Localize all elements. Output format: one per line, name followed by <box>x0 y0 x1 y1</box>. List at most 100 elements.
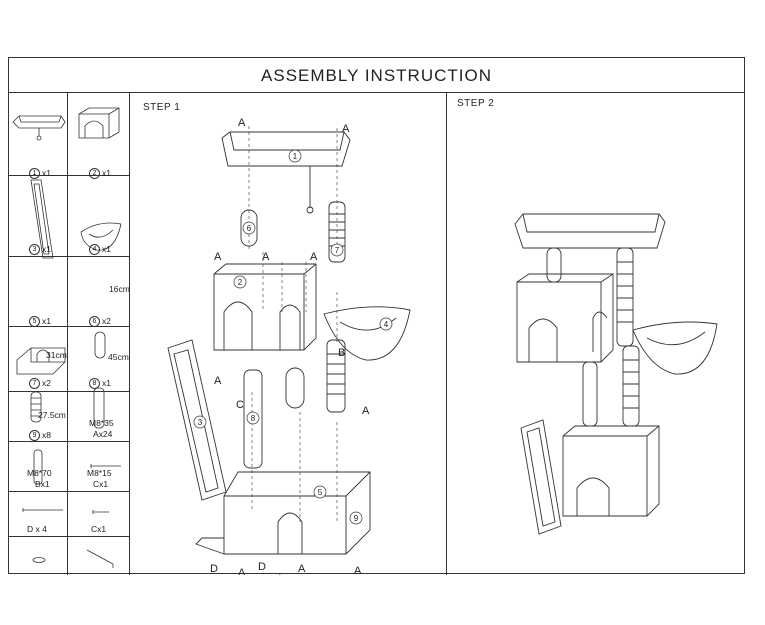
divider <box>9 536 129 537</box>
part-6-post <box>94 331 106 359</box>
assembled-ramp <box>520 419 562 535</box>
assembled-lower-sisal <box>622 345 640 427</box>
svg-text:5: 5 <box>318 488 323 497</box>
svg-text:C: C <box>236 399 244 411</box>
assembled-sisal-post <box>616 247 634 347</box>
svg-text:A: A <box>238 117 246 129</box>
bolt-callouts: A A A A A B C A A D A D A A D D A <box>210 117 370 575</box>
part-7-post <box>30 391 42 423</box>
divider <box>9 256 129 257</box>
svg-text:A: A <box>214 375 222 387</box>
divider <box>9 175 129 176</box>
part-8-size: 45cm <box>108 352 129 362</box>
washer-d <box>32 557 46 563</box>
divider <box>67 92 68 575</box>
part-7-size: 31cm <box>46 350 67 360</box>
callout-4: 4 <box>379 317 393 331</box>
divider <box>446 92 447 575</box>
post-7-lower <box>326 339 346 413</box>
divider <box>129 92 130 575</box>
wrench-icon <box>86 549 114 568</box>
washer-d-qty: D x 4 <box>27 524 47 534</box>
bolt-c-spec: M8*15 <box>87 468 112 478</box>
svg-text:A: A <box>310 251 318 263</box>
assembled-lower-post <box>582 361 598 427</box>
divider <box>9 441 129 442</box>
svg-text:9: 9 <box>354 514 359 523</box>
bolt-c-qty: Cx1 <box>93 479 109 489</box>
part-8-post <box>93 387 105 429</box>
callout-3: 3 <box>193 415 207 429</box>
post-6-lower <box>285 367 305 409</box>
callout-1: 1 <box>288 149 302 163</box>
svg-text:B: B <box>338 347 345 359</box>
svg-text:D: D <box>210 563 218 575</box>
svg-text:D: D <box>258 561 266 573</box>
step-1-label: STEP 1 <box>143 102 181 113</box>
bolt-b <box>22 508 63 512</box>
step-2-diagram <box>514 213 718 535</box>
svg-text:8: 8 <box>251 414 256 423</box>
svg-text:A: A <box>262 251 270 263</box>
svg-text:A: A <box>362 405 370 417</box>
callout-8: 8 <box>246 411 260 425</box>
wrench-qty: Cx1 <box>91 524 107 534</box>
perch-1 <box>221 131 351 167</box>
divider <box>9 326 129 327</box>
divider <box>9 491 129 492</box>
part-2-condo <box>78 107 120 139</box>
bolt-a-spec: M8*35 <box>89 418 114 428</box>
post-8 <box>243 369 263 469</box>
assembled-base <box>562 425 660 517</box>
svg-text:1: 1 <box>293 152 298 161</box>
part-3-ramp <box>30 179 54 259</box>
parts-drawings <box>12 107 122 568</box>
callout-7: 7 <box>330 243 344 257</box>
part-9-post <box>33 449 43 485</box>
bolt-a-qty: Ax24 <box>93 429 113 439</box>
page-title: ASSEMBLY INSTRUCTION <box>9 58 744 93</box>
svg-text:7: 7 <box>335 246 340 255</box>
basket-4 <box>323 306 411 361</box>
part-6-size: 16cm <box>109 284 130 294</box>
base-5 <box>223 471 371 555</box>
svg-text:A: A <box>214 251 222 263</box>
svg-text:2: 2 <box>238 278 243 287</box>
assembled-perch <box>514 213 666 249</box>
callout-5: 5 <box>313 485 327 499</box>
assembled-post <box>546 247 562 283</box>
part-9-size: 27.5cm <box>38 410 66 420</box>
post-6-top <box>240 209 258 247</box>
step-1-diagram: 1 6 7 2 4 3 8 5 9 A A A A A B C A A D A … <box>167 117 411 575</box>
svg-text:A: A <box>238 567 246 575</box>
svg-text:A: A <box>354 565 362 575</box>
step-2-label: STEP 2 <box>457 98 495 109</box>
callout-2: 2 <box>233 275 247 289</box>
post-7-top <box>328 201 346 263</box>
bolt-c <box>92 510 109 514</box>
instruction-sheet: ASSEMBLY INSTRUCTION <box>8 57 745 575</box>
divider <box>9 391 129 392</box>
svg-text:A: A <box>342 123 350 135</box>
part-callouts: 1 6 7 2 4 3 8 5 9 <box>193 149 393 525</box>
condo-2 <box>213 263 317 351</box>
assembled-condo <box>516 273 614 363</box>
bolt-b-spec: M8*70 <box>27 468 52 478</box>
assembled-basket <box>632 321 718 375</box>
svg-text:6: 6 <box>247 224 252 233</box>
svg-text:4: 4 <box>384 320 389 329</box>
svg-text:A: A <box>276 573 284 575</box>
bolt-b-qty: Bx1 <box>35 479 50 489</box>
bolt-a <box>90 464 121 468</box>
svg-text:A: A <box>298 563 306 575</box>
callout-9: 9 <box>349 511 363 525</box>
